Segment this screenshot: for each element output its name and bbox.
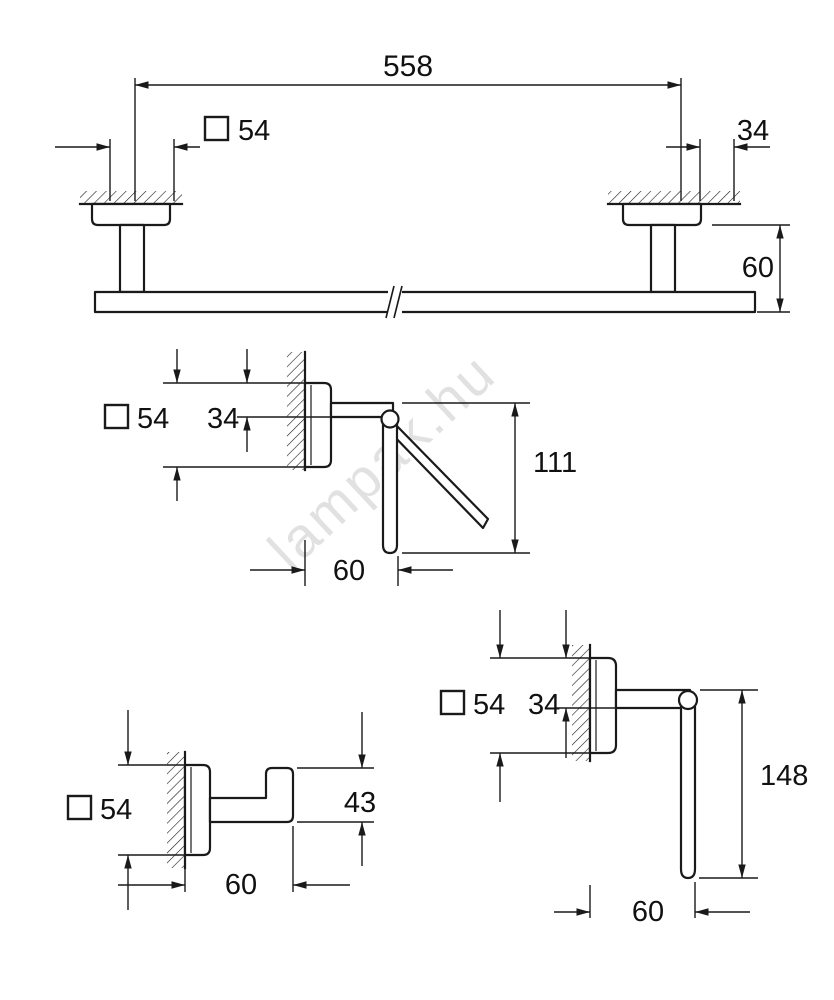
- square-dim-icon: [66, 794, 93, 821]
- dimension-plate-54: 54: [66, 710, 185, 910]
- dimension-width-558: 558: [134, 50, 682, 201]
- square-dim-icon: [203, 115, 230, 142]
- dimension-height-60: 60: [712, 224, 790, 313]
- dimension-plate-54: 54: [103, 349, 305, 501]
- dimension-height-111: 111: [402, 402, 577, 554]
- dimension-depth-60: 60: [250, 540, 453, 587]
- dim-label-height: 111: [533, 447, 577, 479]
- dim-label-depth: 60: [333, 555, 365, 587]
- dimension-depth-60: 60: [118, 826, 350, 901]
- wall-hatch: [80, 191, 182, 204]
- mount-plate: [621, 202, 703, 227]
- roll-rod: [381, 417, 399, 555]
- dimension-plate-54: 54: [55, 115, 270, 201]
- wall-hatch: [608, 191, 740, 204]
- dim-label-height: 43: [344, 787, 376, 819]
- towel-bar-front-view: 558 54 34 60: [55, 50, 790, 319]
- mount-plate: [303, 381, 333, 469]
- dim-label-plate: 54: [238, 115, 270, 147]
- mount-plate: [183, 763, 212, 857]
- rail-break-line: [393, 285, 403, 319]
- dim-label-depth: 60: [225, 869, 257, 901]
- mount-post: [118, 223, 146, 294]
- mount-post: [649, 223, 677, 294]
- hook-side-view: 54 43 60: [66, 710, 376, 910]
- mount-plate: [588, 656, 618, 755]
- dim-label-depth: 60: [632, 896, 664, 928]
- dim-label-plate: 54: [473, 689, 505, 721]
- wall-hatch: [572, 645, 590, 761]
- dimension-depth-60: 60: [554, 882, 750, 928]
- dim-label-height: 148: [760, 760, 808, 792]
- dimension-offset-34: 34: [528, 610, 616, 758]
- ring-holder-side-view: 54 34 148 60: [439, 610, 808, 928]
- dim-label-offset: 34: [528, 689, 560, 721]
- square-dim-icon: [103, 403, 130, 430]
- holder-rod: [679, 698, 697, 880]
- dimension-offset-34: 34: [207, 349, 331, 452]
- mount-plate: [90, 202, 172, 227]
- dim-label-plate: 54: [100, 794, 132, 826]
- dim-label-height: 60: [742, 252, 774, 284]
- hook-body: [208, 766, 295, 824]
- pivot-joint: [677, 689, 699, 711]
- dim-label-plate: 54: [137, 403, 169, 435]
- dimension-plate-54: 54: [439, 610, 590, 802]
- wall-hatch: [287, 352, 305, 470]
- dimension-height-43: 43: [297, 712, 376, 866]
- rail-break-line: [385, 285, 395, 319]
- pivot-joint: [380, 409, 400, 429]
- paper-holder-side-view: 54 34 111 60: [103, 349, 577, 587]
- dim-label-offset: 34: [207, 403, 239, 435]
- dim-label-post: 34: [737, 115, 769, 147]
- wall-hatch: [167, 752, 185, 868]
- square-dim-icon: [439, 689, 466, 716]
- towel-rail: [93, 290, 757, 314]
- dimension-height-148: 148: [699, 689, 808, 879]
- dimension-post-34: 34: [666, 115, 770, 201]
- dim-label-width: 558: [383, 50, 433, 83]
